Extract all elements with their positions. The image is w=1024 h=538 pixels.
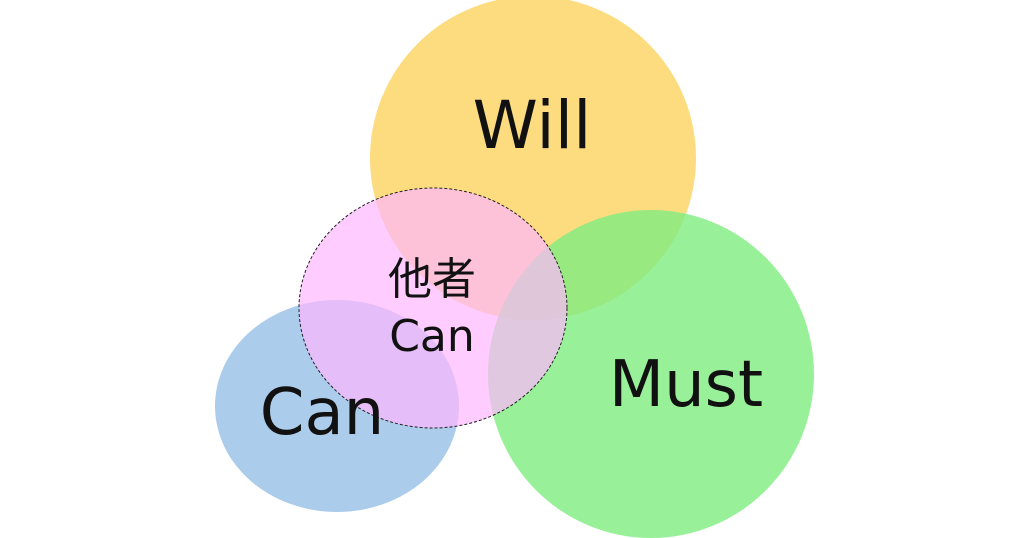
must-circle: [488, 210, 814, 538]
others-can-label-line2: Can: [389, 311, 475, 362]
must-label: Must: [608, 348, 764, 422]
others-can-circle: [298, 187, 568, 429]
others-can-label: 他者 Can: [388, 251, 476, 365]
will-label: Will: [472, 87, 592, 164]
can-label: Can: [259, 376, 385, 450]
others-can-label-line1: 他者: [388, 253, 476, 305]
